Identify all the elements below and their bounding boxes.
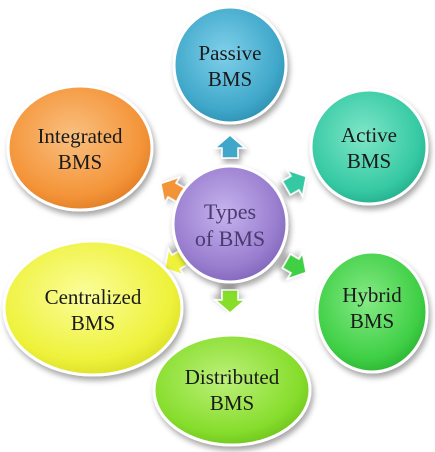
node-centralized-line2: BMS	[71, 311, 115, 335]
arrow-to-distributed	[212, 289, 248, 314]
center-line1: Types	[204, 199, 256, 224]
node-passive: Passive BMS	[172, 5, 288, 125]
center-line2: of BMS	[195, 226, 265, 251]
node-active: Active BMS	[309, 88, 429, 206]
node-integrated: Integrated BMS	[6, 84, 154, 212]
node-passive-line2: BMS	[208, 67, 252, 91]
center-node: Types of BMS	[171, 164, 289, 284]
node-distributed-line2: BMS	[210, 391, 254, 415]
node-hybrid: Hybrid BMS	[315, 250, 429, 374]
node-active-line2: BMS	[347, 149, 391, 173]
node-passive-line1: Passive	[199, 41, 262, 65]
node-integrated-line1: Integrated	[37, 124, 123, 148]
arrow-to-passive	[212, 134, 248, 159]
arrow-to-active	[281, 168, 308, 199]
node-distributed-line1: Distributed	[185, 365, 280, 389]
node-active-line1: Active	[341, 123, 397, 147]
node-integrated-line2: BMS	[58, 150, 102, 174]
node-hybrid-line1: Hybrid	[342, 283, 402, 307]
node-centralized-line1: Centralized	[45, 285, 142, 309]
node-hybrid-line2: BMS	[350, 309, 394, 333]
node-distributed: Distributed BMS	[152, 333, 312, 447]
node-centralized: Centralized BMS	[2, 239, 184, 377]
arrow-to-hybrid	[281, 250, 308, 281]
